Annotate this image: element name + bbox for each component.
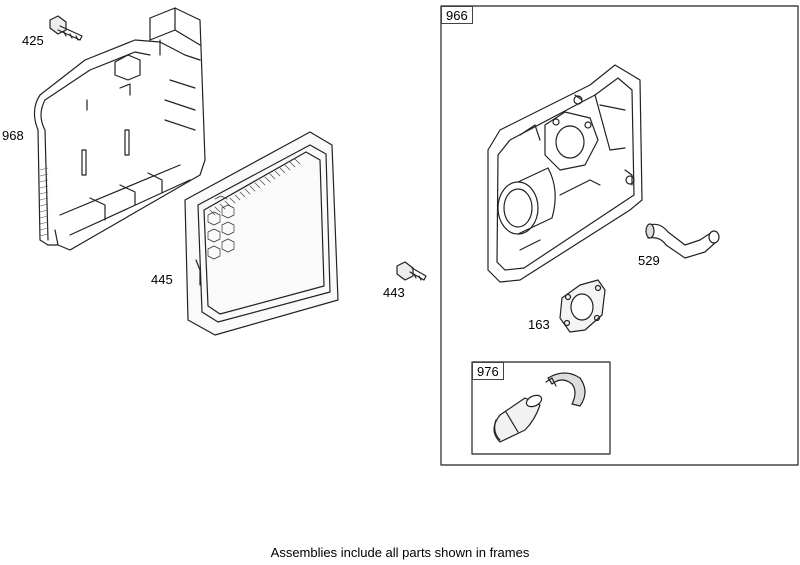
assembly-966-drawing	[487, 64, 643, 283]
part-label-163: 163	[528, 317, 550, 332]
part-label-443: 443	[383, 285, 405, 300]
part-label-445: 445	[151, 272, 173, 287]
screw-425-drawing	[49, 15, 83, 41]
part-label-968: 968	[2, 128, 24, 143]
frame-966	[440, 5, 799, 466]
footer-note: Assemblies include all parts shown in fr…	[270, 545, 530, 560]
assembly-976-drawing	[493, 372, 586, 443]
gasket-163-drawing	[559, 279, 606, 333]
screw-443-drawing	[396, 261, 427, 281]
frame-tag-976: 976	[472, 362, 504, 380]
tube-529-drawing	[645, 223, 720, 259]
housing-968-drawing	[33, 7, 206, 251]
frame-tag-966: 966	[441, 6, 473, 24]
filter-445-drawing	[184, 131, 339, 336]
part-label-529: 529	[638, 253, 660, 268]
frame-976	[471, 361, 611, 455]
part-label-425: 425	[22, 33, 44, 48]
